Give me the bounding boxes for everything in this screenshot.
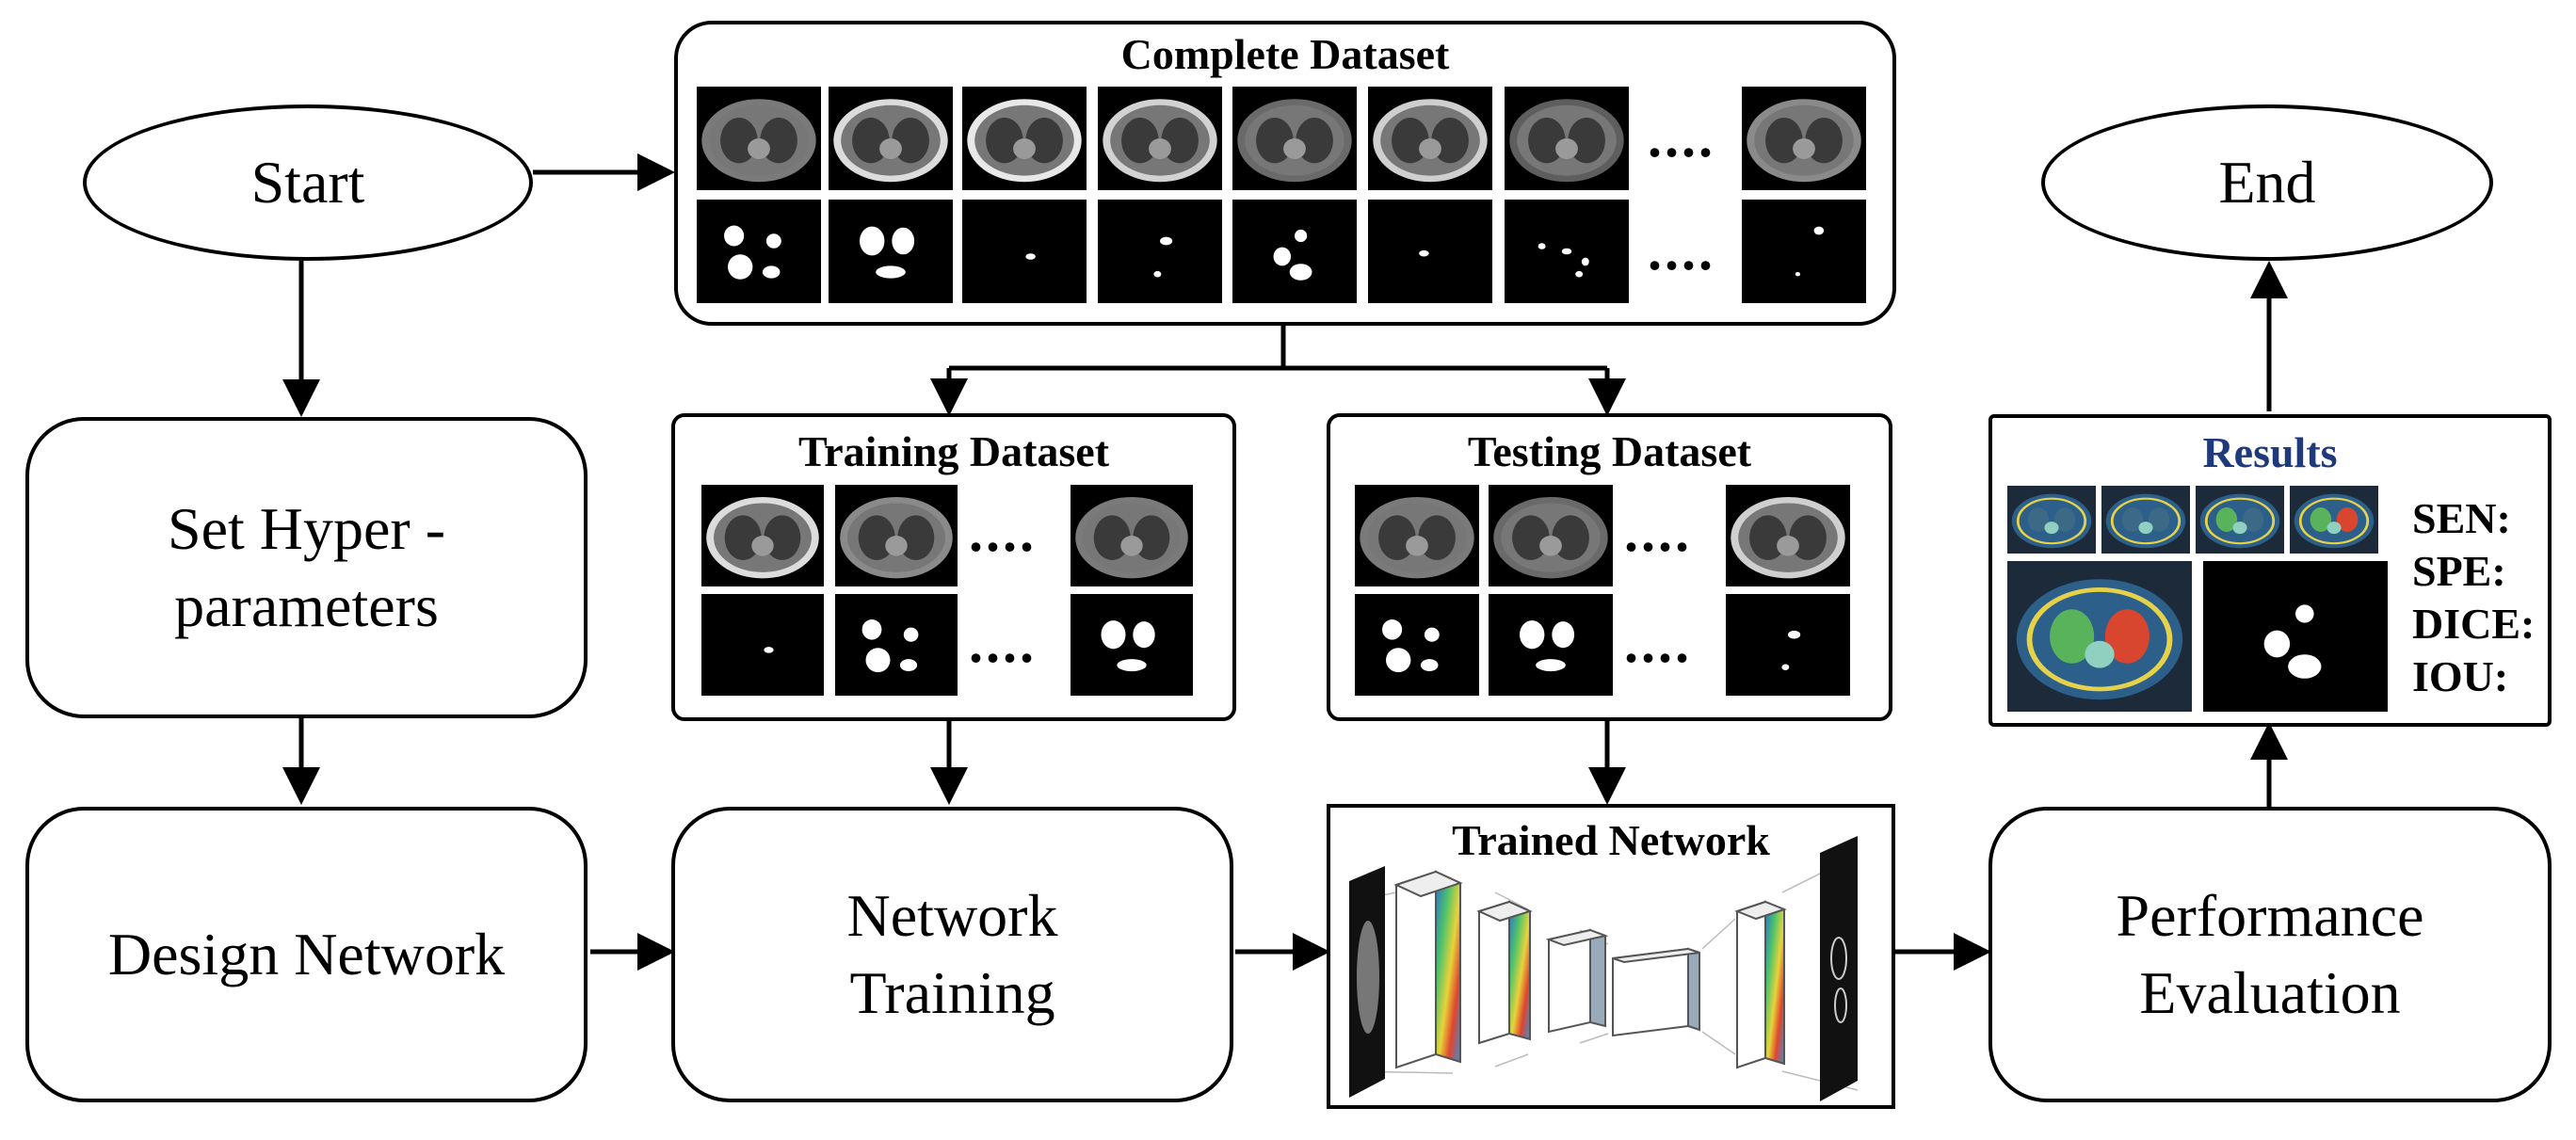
complete-dataset-title: Complete Dataset — [1120, 30, 1450, 78]
ct-slice-image — [1726, 485, 1850, 586]
start-label: Start — [250, 149, 365, 217]
training-dataset-title: Training Dataset — [797, 427, 1110, 475]
complete-dataset-panel: Complete Dataset ........ — [674, 21, 1896, 326]
predicted-mask-image — [2203, 561, 2388, 712]
ct-slice-image — [835, 485, 958, 586]
trained-network-title: Trained Network — [1452, 816, 1770, 864]
performance-evaluation-node: Performance Evaluation — [1988, 807, 2552, 1102]
metric-label: IOU: — [2412, 652, 2509, 700]
ellipsis-dots: .... — [1648, 219, 1715, 281]
segmentation-mask-image — [1726, 594, 1850, 696]
ct-slice-image — [1368, 87, 1492, 190]
segmentation-mask-image — [1505, 200, 1629, 303]
results-panel: Results SEN: SPE: DICE:IOU: — [1988, 414, 2552, 727]
segmentation-mask-image — [1355, 594, 1479, 696]
attention-map-image — [2196, 486, 2284, 554]
network-architecture-graphic — [1348, 836, 1859, 1101]
ct-slice-image — [697, 87, 821, 190]
attention-map-image — [2101, 486, 2190, 554]
set-hyperparameters-label: Set Hyper - parameters — [167, 495, 446, 639]
segmentation-mask-image — [697, 200, 821, 303]
start-node: Start — [83, 104, 533, 261]
ct-slice-image — [829, 87, 953, 190]
design-network-label: Design Network — [107, 921, 506, 988]
segmentation-mask-image — [1071, 594, 1193, 696]
segmentation-mask-image — [1742, 200, 1866, 303]
ellipsis-dots: .... — [1648, 106, 1715, 169]
segmentation-mask-image — [1232, 200, 1357, 303]
testing-dataset-title: Testing Dataset — [1467, 427, 1752, 475]
segmentation-mask-image — [701, 594, 824, 696]
ct-slice-image — [701, 485, 824, 586]
network-training-node: Network Training — [671, 807, 1233, 1102]
metric-label: SEN: — [2412, 494, 2511, 542]
attention-map-image — [2290, 486, 2378, 554]
performance-evaluation-label: Performance Evaluation — [2116, 882, 2424, 1026]
ct-slice-image — [1489, 485, 1613, 586]
ellipsis-dots: .... — [1624, 501, 1692, 563]
design-network-node: Design Network — [25, 807, 588, 1102]
segmentation-mask-image — [1489, 594, 1613, 696]
training-dataset-panel: Training Dataset ........ — [671, 413, 1236, 721]
attention-overlay-image — [2007, 561, 2192, 712]
segmentation-mask-image — [1368, 200, 1492, 303]
end-node: End — [2041, 104, 2493, 261]
ellipsis-dots: .... — [969, 501, 1037, 563]
testing-dataset-panel: Testing Dataset ........ — [1327, 413, 1892, 721]
network-training-label: Network Training — [846, 882, 1058, 1026]
ct-slice-image — [1098, 87, 1222, 190]
metric-label: SPE: — [2412, 547, 2506, 595]
segmentation-mask-image — [962, 200, 1087, 303]
results-title: Results — [2202, 428, 2338, 476]
segmentation-mask-image — [835, 594, 958, 696]
ct-slice-image — [962, 87, 1087, 190]
ellipsis-dots: .... — [1624, 612, 1692, 674]
ellipsis-dots: .... — [969, 612, 1037, 674]
ct-slice-image — [1355, 485, 1479, 586]
metric-label: DICE: — [2412, 600, 2536, 648]
segmentation-mask-image — [1098, 200, 1222, 303]
output-slice — [1820, 836, 1858, 1101]
ct-slice-image — [1071, 485, 1193, 586]
end-label: End — [2218, 149, 2316, 217]
segmentation-mask-image — [829, 200, 953, 303]
ct-slice-image — [1232, 87, 1357, 190]
ct-slice-image — [1742, 87, 1866, 190]
ct-slice-image — [1505, 87, 1629, 190]
trained-network-panel: Trained Network — [1327, 804, 1895, 1109]
set-hyperparameters-node: Set Hyper - parameters — [25, 417, 588, 718]
attention-map-image — [2007, 486, 2096, 554]
